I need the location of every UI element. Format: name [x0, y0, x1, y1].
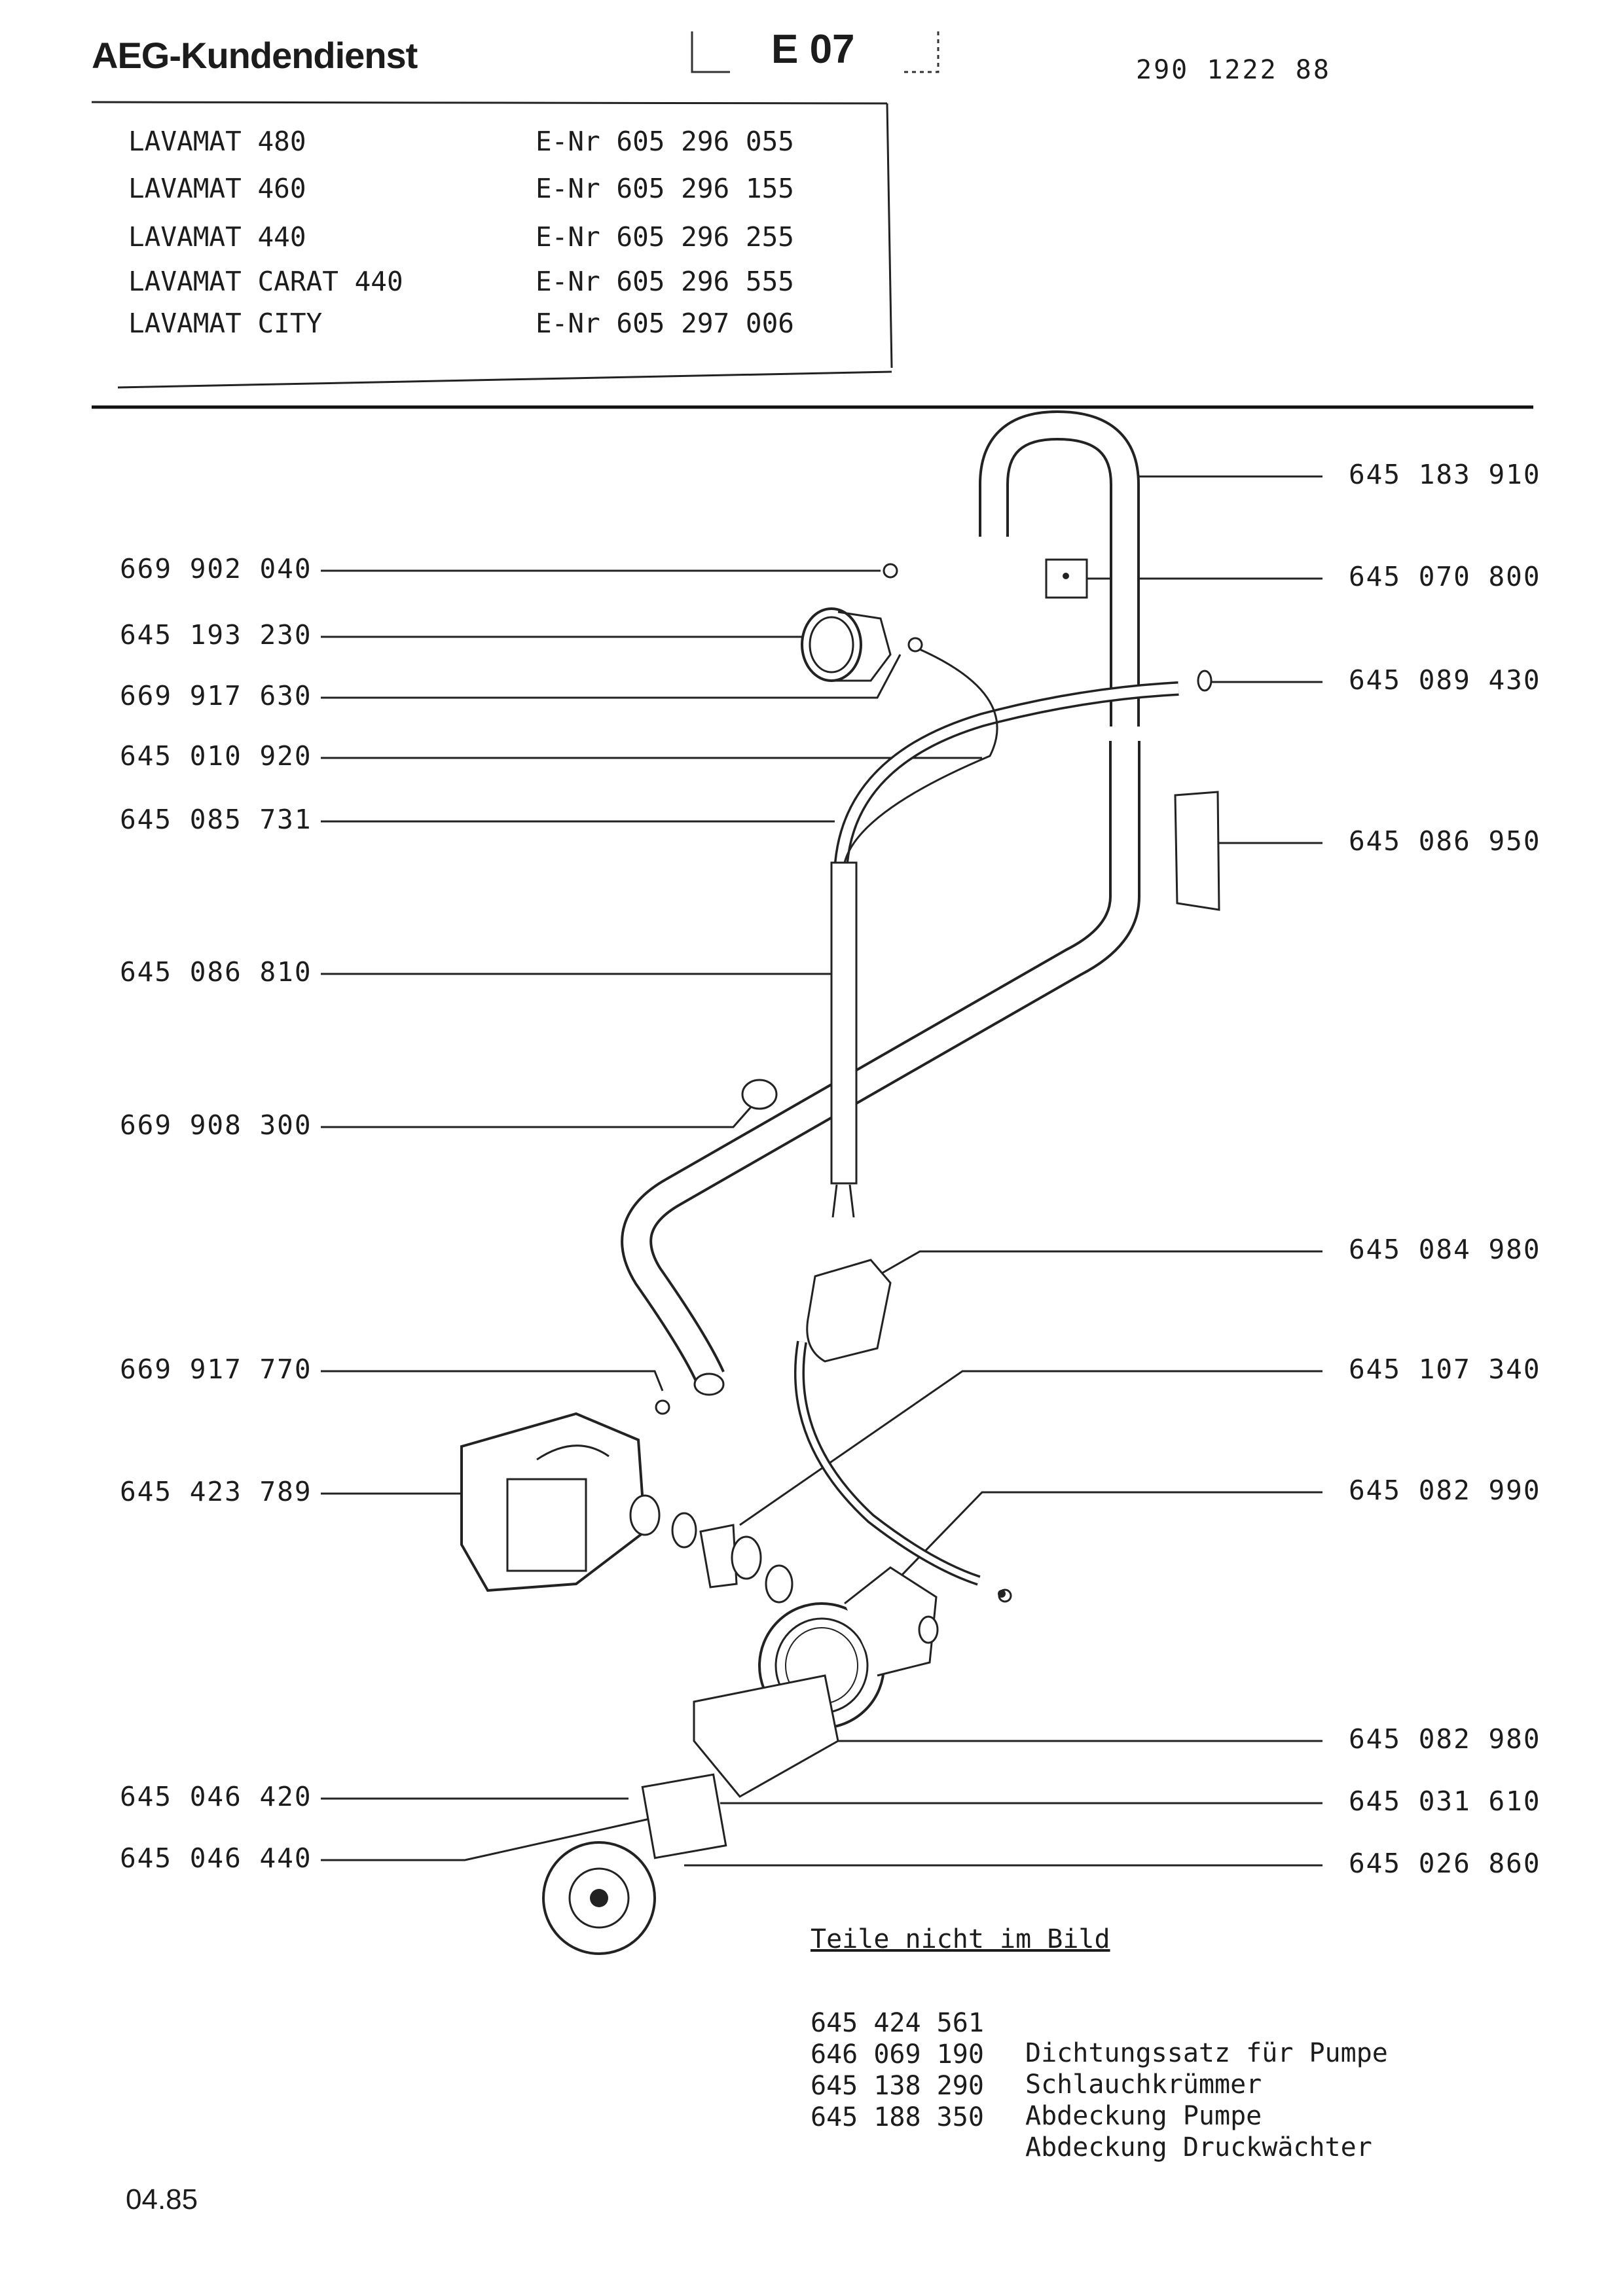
part-label: 645 089 430: [1349, 664, 1541, 696]
not-pictured-title: Teile nicht im Bild: [811, 1924, 1110, 1954]
not-pictured-description: Abdeckung Pumpe: [1025, 2101, 1262, 2131]
air-chamber: [806, 1259, 892, 1363]
part-label: 645 026 860: [1349, 1848, 1541, 1879]
pump-adapter: [699, 1524, 793, 1604]
part-label: 645 086 810: [120, 956, 312, 988]
hose-clip: [1197, 670, 1213, 692]
model-box-bottom: [117, 370, 892, 389]
not-pictured-description: Dichtungssatz für Pumpe: [1025, 2038, 1388, 2068]
part-label: 645 010 920: [120, 740, 312, 772]
part-label: 645 031 610: [1349, 1785, 1541, 1817]
pump-cover-tray: [693, 1674, 839, 1798]
model-enr: E-Nr 605 296 155: [536, 173, 794, 204]
model-name: LAVAMAT CARAT 440: [128, 266, 403, 297]
model-name: LAVAMAT 460: [128, 173, 306, 204]
sheet-corner-marks: [691, 31, 939, 73]
part-label: 669 917 630: [120, 680, 312, 711]
not-pictured-row: 646 069 190 Schlauchkrümmer: [811, 2009, 1262, 2100]
model-box-right: [886, 103, 893, 368]
hose-sleeve: [830, 861, 858, 1185]
part-label: 645 183 910: [1349, 459, 1541, 490]
model-name: LAVAMAT CITY: [128, 308, 323, 339]
left-leader-lines: [321, 569, 982, 1861]
hose-clamp-small: [741, 1079, 778, 1110]
part-label: 645 107 340: [1349, 1354, 1541, 1385]
not-pictured-part: 645 188 350: [811, 2102, 984, 2132]
model-name: LAVAMAT 440: [128, 221, 306, 253]
document-number: 290 1222 88: [1136, 55, 1331, 85]
header-underline: [91, 101, 888, 105]
not-pictured-row: 645 138 290 Abdeckung Pumpe: [811, 2041, 1262, 2131]
revision-date: 04.85: [126, 2183, 198, 2215]
part-label: 645 070 800: [1349, 561, 1541, 592]
model-name: LAVAMAT 480: [128, 126, 306, 157]
part-label: 645 085 731: [120, 804, 312, 835]
part-label: 645 423 789: [120, 1476, 312, 1507]
pressure-switch: [801, 563, 923, 682]
screw: [655, 1399, 670, 1415]
part-label: 669 917 770: [120, 1354, 312, 1385]
not-pictured-row: 645 188 350 Abdeckung Druckwächter: [811, 2072, 1372, 2162]
part-label: 645 086 950: [1349, 825, 1541, 857]
model-enr: E-Nr 605 296 255: [536, 221, 794, 253]
part-label: 669 902 040: [120, 553, 312, 584]
brand-title: AEG-Kundendienst: [92, 35, 418, 76]
sheet-number: E 07: [771, 27, 855, 72]
part-label: 669 908 300: [120, 1109, 312, 1141]
not-pictured-part: 645 138 290: [811, 2071, 984, 2101]
not-pictured-part: 645 424 561: [811, 2008, 984, 2038]
not-pictured-description: Abdeckung Druckwächter: [1025, 2132, 1372, 2162]
part-label: 645 084 980: [1349, 1234, 1541, 1265]
not-pictured-description: Schlauchkrümmer: [1025, 2070, 1262, 2100]
part-label: 645 193 230: [120, 619, 312, 651]
not-pictured-row: 645 424 561 Dichtungssatz für Pumpe: [811, 1978, 1388, 2068]
lint-filter: [542, 1773, 727, 1955]
part-label: 645 082 990: [1349, 1475, 1541, 1506]
model-enr: E-Nr 605 296 555: [536, 266, 794, 297]
part-label: 645 046 440: [120, 1842, 312, 1874]
hose-holder-clip: [1045, 558, 1088, 599]
not-pictured-part: 646 069 190: [811, 2039, 984, 2070]
part-label: 645 046 420: [120, 1781, 312, 1812]
part-label: 645 082 980: [1349, 1723, 1541, 1755]
screw: [998, 1590, 1006, 1598]
drain-pump-motor: [460, 1412, 697, 1592]
model-enr: E-Nr 605 296 055: [536, 126, 794, 157]
hose-bracket: [1174, 791, 1220, 911]
model-enr: E-Nr 605 297 006: [536, 308, 794, 339]
